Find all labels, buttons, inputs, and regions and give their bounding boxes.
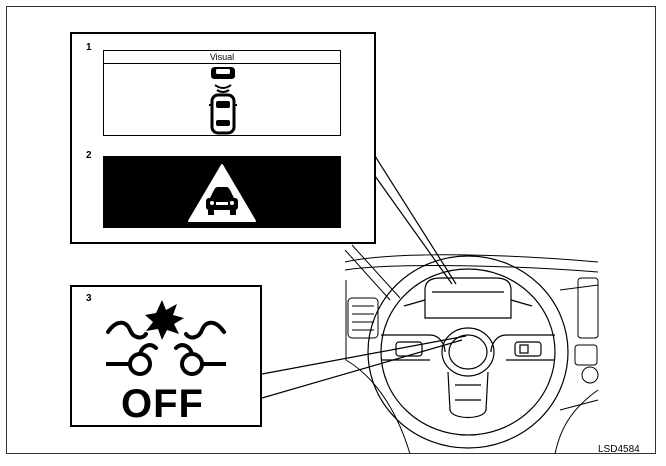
panel-1-visual-display: Visual <box>103 50 341 136</box>
panel-2-number: 2 <box>86 150 92 161</box>
panel-1-header: Visual <box>104 51 340 64</box>
panel-1-number: 1 <box>86 42 92 53</box>
panel-2-warning-display <box>103 156 341 228</box>
figure-frame <box>6 6 656 454</box>
collision-avoidance-off-icon <box>106 300 226 376</box>
off-indicator-text: OFF <box>121 382 204 426</box>
forward-collision-warning-triangle-icon <box>188 164 256 222</box>
panel-3-number: 3 <box>86 293 92 304</box>
figure-id: LSD4584 <box>598 444 640 455</box>
callout-box-warning-light <box>70 285 262 427</box>
vehicle-distance-sensing-icon <box>209 67 237 135</box>
panel-1-visual-label: Visual <box>209 52 235 62</box>
